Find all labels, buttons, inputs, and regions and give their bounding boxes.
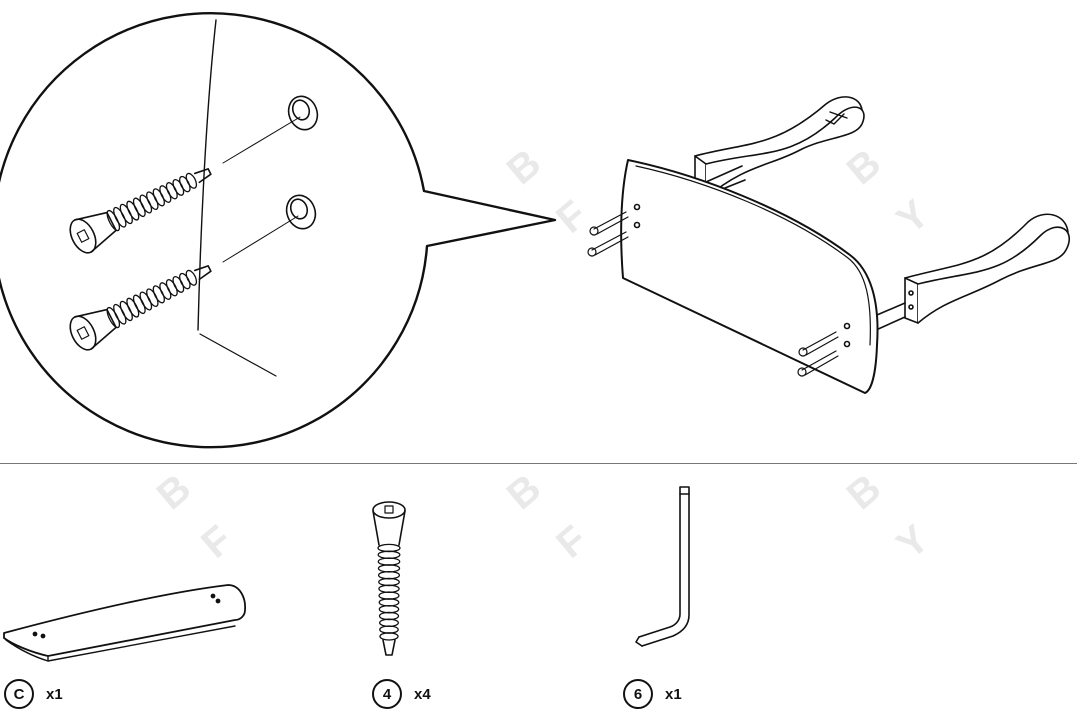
chair-assembly (587, 96, 1071, 394)
dowel-screw-icon (69, 265, 212, 351)
panel-edge-detail (197, 19, 217, 331)
dowel-screw-icon (69, 168, 212, 254)
seat-panel (620, 159, 879, 394)
section-divider (0, 463, 1077, 464)
detail-callout (0, 12, 557, 449)
part-id-badge: C (4, 679, 34, 709)
part-id-badge: 6 (623, 679, 653, 709)
dowel-screw-icon (372, 501, 406, 656)
hole-icon (287, 95, 319, 131)
seat-panel-icon (3, 584, 246, 662)
panel-edge-detail (199, 333, 277, 377)
part-id-badge: 4 (372, 679, 402, 709)
hole-icon (285, 194, 317, 230)
callout-circle (0, 12, 557, 449)
part-quantity: x4 (414, 686, 431, 703)
part-quantity: x1 (46, 686, 63, 703)
part-quantity: x1 (665, 686, 682, 703)
hex-key-icon (635, 486, 690, 647)
dowel-screw-icon (587, 211, 839, 377)
